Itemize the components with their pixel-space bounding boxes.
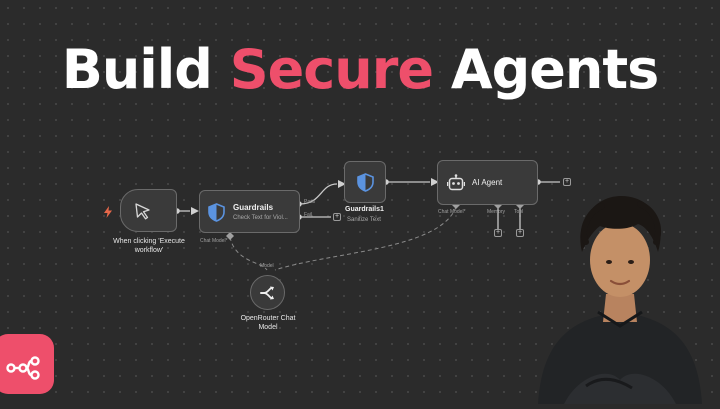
openrouter-label: OpenRouter Chat Model <box>226 314 310 332</box>
openrouter-icon <box>259 284 277 307</box>
guardrails-pass-label: Pass <box>304 199 316 205</box>
shield-icon <box>357 173 374 197</box>
openrouter-label-line2: Model <box>258 324 278 331</box>
headline: Build Secure Agents <box>0 38 720 101</box>
ai-agent-title: AI Agent <box>472 178 503 187</box>
add-agent-output-button[interactable]: + <box>563 178 571 186</box>
openrouter-node[interactable] <box>250 275 285 310</box>
guardrails1-title: Guardrails1 <box>345 206 384 213</box>
openrouter-model-port-label: Model <box>260 263 274 269</box>
add-tool-button[interactable]: + <box>516 229 524 237</box>
guardrails1-subtitle: Sanitize Text <box>347 217 381 223</box>
arrow-guardrails <box>191 207 199 215</box>
arrow-agent <box>431 178 439 186</box>
add-fail-button[interactable]: + <box>333 213 341 221</box>
add-memory-button[interactable]: + <box>494 229 502 237</box>
robot-icon <box>446 174 466 197</box>
guardrails1-node[interactable] <box>344 161 386 203</box>
guardrails-title: Guardrails <box>233 203 274 212</box>
arrow-guardrails1 <box>338 180 346 188</box>
headline-secure: Secure <box>229 38 434 101</box>
guardrails-model-diamond <box>226 232 234 240</box>
workflow-logo-icon <box>6 356 40 380</box>
agent-chat-model-label: Chat Model* <box>438 209 466 215</box>
agent-tool-label: Tool <box>514 209 524 215</box>
cursor-icon <box>134 202 152 225</box>
agent-memory-label: Memory <box>487 209 506 215</box>
openrouter-label-line1: OpenRouter Chat <box>240 315 296 322</box>
trigger-label: When clicking 'Execute workflow' <box>113 238 185 254</box>
shield-icon <box>208 203 225 227</box>
trigger-node[interactable] <box>120 189 177 232</box>
headline-build: Build <box>61 38 213 101</box>
guardrails-subtitle: Check Text for Viol... <box>233 215 288 221</box>
dashed-guardrails-model <box>229 236 268 271</box>
dashed-agent-model <box>274 206 457 271</box>
lightning-icon <box>104 205 112 223</box>
headline-agents: Agents <box>450 38 659 101</box>
guardrails-chat-model-label: Chat Model* <box>200 238 228 244</box>
wire-pass <box>299 183 338 205</box>
guardrails-fail-label: Fail <box>304 212 313 218</box>
guardrails-node[interactable]: Guardrails Check Text for Viol... <box>199 190 300 233</box>
n8n-logo <box>0 334 54 394</box>
ai-agent-node[interactable]: AI Agent <box>437 160 538 205</box>
presenter-photo <box>520 190 720 409</box>
